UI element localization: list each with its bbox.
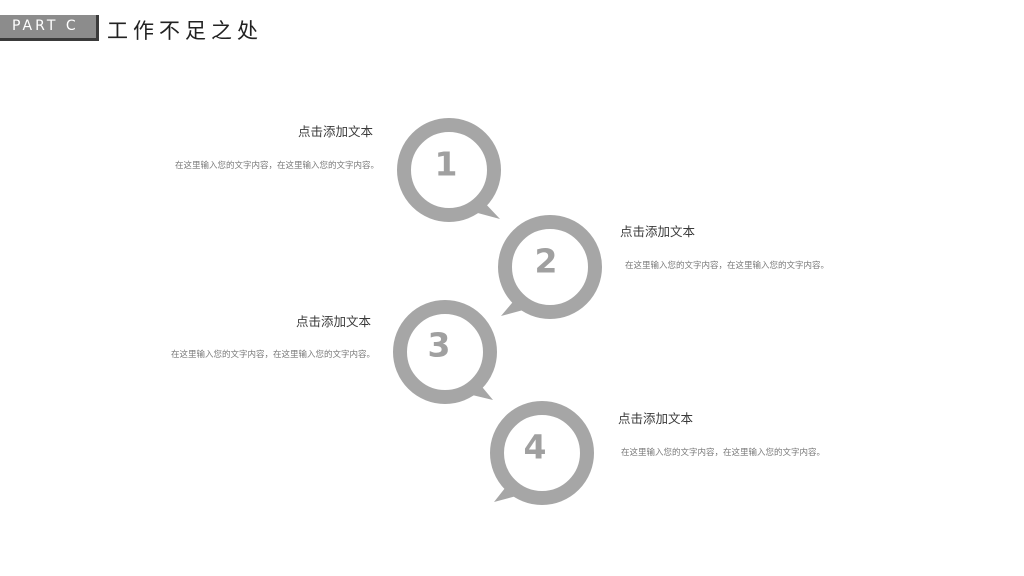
bubble-number-4: 4 <box>524 428 547 467</box>
speech-bubble-4: 4 <box>490 401 594 505</box>
item-description-4[interactable]: 在这里输入您的文字内容，在这里输入您的文字内容。 <box>621 448 826 458</box>
speech-bubble-3: 3 <box>393 300 497 404</box>
part-label: PART C <box>0 15 99 41</box>
bubble-number-2: 2 <box>535 242 558 281</box>
item-title-4[interactable]: 点击添加文本 <box>618 411 694 426</box>
speech-bubble-1: 1 <box>397 118 501 222</box>
bubble-number-3: 3 <box>428 326 451 365</box>
item-title-2[interactable]: 点击添加文本 <box>620 224 696 239</box>
item-description-3[interactable]: 在这里输入您的文字内容，在这里输入您的文字内容。 <box>170 350 375 360</box>
bubble-number-1: 1 <box>435 145 458 184</box>
item-title-3[interactable]: 点击添加文本 <box>295 314 371 329</box>
item-description-1[interactable]: 在这里输入您的文字内容，在这里输入您的文字内容。 <box>174 161 379 171</box>
section-title: 工作不足之处 <box>107 19 263 43</box>
item-title-1[interactable]: 点击添加文本 <box>297 124 373 139</box>
speech-bubble-2: 2 <box>498 215 602 319</box>
item-description-2[interactable]: 在这里输入您的文字内容，在这里输入您的文字内容。 <box>625 261 830 271</box>
